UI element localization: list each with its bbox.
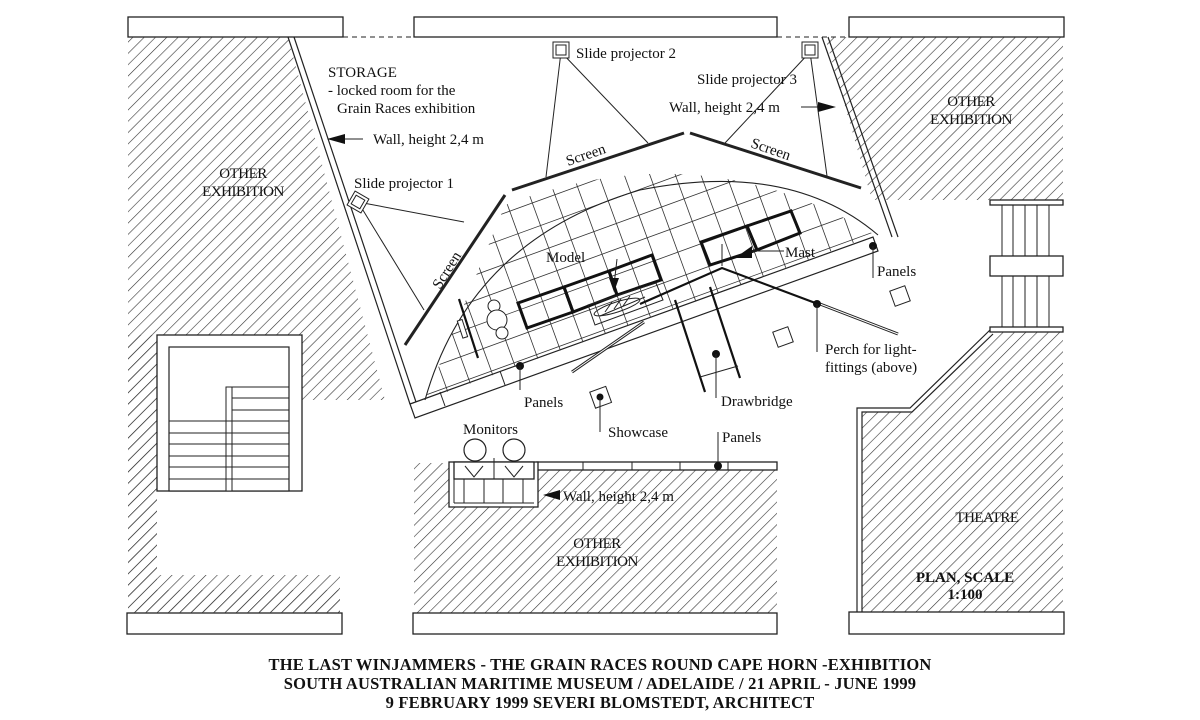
wall-label-left: Wall, height 2,4 m (373, 132, 484, 148)
floor-grid-line (777, 173, 875, 400)
floor-grid-line (507, 173, 645, 400)
drawbridge (673, 286, 742, 393)
floor-grid-line (425, 176, 533, 400)
storage-line2: - locked room for the (328, 83, 456, 99)
theatre-wall-outline (856, 329, 991, 612)
screen-left-label: Screen (430, 249, 465, 293)
panels-label-left: Panels (524, 395, 563, 411)
wall-right-diagonal-outer (821, 36, 893, 238)
drawbridge-label: Drawbridge (721, 394, 793, 410)
bench-items (456, 298, 509, 359)
wall-label-bottom: Wall, height 2,4 m (563, 489, 674, 505)
slide-projector-1-icon (346, 190, 370, 214)
slide-projector-2-label: Slide projector 2 (576, 46, 676, 62)
top-center-wall-cap (413, 16, 778, 38)
floor-grid-line (597, 173, 736, 400)
theatre-area (862, 332, 1063, 612)
room-label-right-line1: OTHER (947, 94, 995, 110)
mast-perch (571, 244, 899, 374)
showcase-icon (589, 385, 613, 409)
room-label-bottom-line1: OTHER (573, 536, 621, 552)
pedestal-1 (772, 326, 794, 348)
projector-beams (357, 51, 828, 311)
monitor-1-icon (463, 438, 487, 462)
other-exhibition-right-area (825, 37, 1063, 200)
wall-left-diagonal-inner (293, 36, 417, 403)
screen-mid (511, 131, 685, 192)
perch-label-line1: Perch for light- (825, 342, 917, 358)
bottom-center-wall-cap (412, 612, 778, 635)
room-label-left-line2: EXHIBITION (202, 184, 284, 200)
monitors-label: Monitors (463, 422, 518, 438)
caption-line-2: SOUTH AUSTRALIAN MARITIME MUSEUM / ADELA… (283, 673, 917, 694)
floor-grid-line (574, 173, 713, 400)
room-label-bottom-line2: EXHIBITION (556, 554, 638, 570)
bottom-right-wall-cap (848, 611, 1065, 635)
storage-line3: Grain Races exhibition (337, 101, 476, 117)
stairs-left (169, 386, 289, 492)
wall-label-right: Wall, height 2,4 m (669, 100, 780, 116)
floor-grid-line (425, 184, 510, 400)
floor-grid-line (529, 173, 668, 400)
plan-scale-line1: PLAN, SCALE (916, 570, 1014, 586)
top-right-wall-cap (848, 16, 1065, 38)
wall-left-diagonal-outer (287, 36, 411, 405)
panels-bottom-row (536, 461, 778, 471)
wall-right-diagonal-inner (827, 36, 899, 238)
hatch-bottom-left-strip (128, 575, 340, 613)
stairs-right (989, 199, 1064, 333)
theatre-label: THEATRE (955, 510, 1018, 526)
slide-projector-3-icon (801, 41, 819, 59)
room-label-right-line2: EXHIBITION (930, 112, 1012, 128)
panel-dividers (439, 370, 506, 407)
floor-grid-line (484, 173, 623, 400)
other-exhibition-left-area (128, 37, 385, 590)
floor-grid-line (425, 218, 875, 400)
slide-projector-1-label: Slide projector 1 (354, 176, 454, 192)
floor-grid-line (425, 241, 875, 400)
room-label-left-line1: OTHER (219, 166, 267, 182)
showcases (516, 209, 802, 330)
storage-title: STORAGE (328, 65, 397, 81)
showcase-label: Showcase (608, 425, 668, 441)
hatch-left-strip (128, 335, 157, 575)
mast-label: Mast (785, 245, 816, 261)
model-label: Model (546, 250, 585, 266)
caption-line-3: 9 FEBRUARY 1999 SEVERI BLOMSTEDT, ARCHIT… (385, 692, 815, 713)
panels-label-bottom: Panels (722, 430, 761, 446)
ship-model-icon (593, 295, 646, 317)
pedestal-2 (889, 285, 911, 307)
screen-right (689, 131, 862, 190)
floor-grid-line (425, 196, 875, 382)
leader-lines (327, 102, 874, 500)
bottom-left-wall-cap (126, 612, 343, 635)
slide-projector-3-label: Slide projector 3 (697, 72, 797, 88)
top-left-wall-cap (127, 16, 344, 38)
slide-projector-2-icon (552, 41, 570, 59)
panels-label-right: Panels (877, 264, 916, 280)
perch-label-line2: fittings (above) (825, 360, 917, 376)
screen-left (403, 194, 507, 346)
theatre-wall-inner (861, 333, 994, 612)
caption-line-1: THE LAST WINJAMMERS - THE GRAIN RACES RO… (268, 654, 932, 675)
monitor-2-icon (502, 438, 526, 462)
monitor-unit (448, 438, 539, 508)
plan-scale-line2: 1:100 (948, 587, 983, 603)
